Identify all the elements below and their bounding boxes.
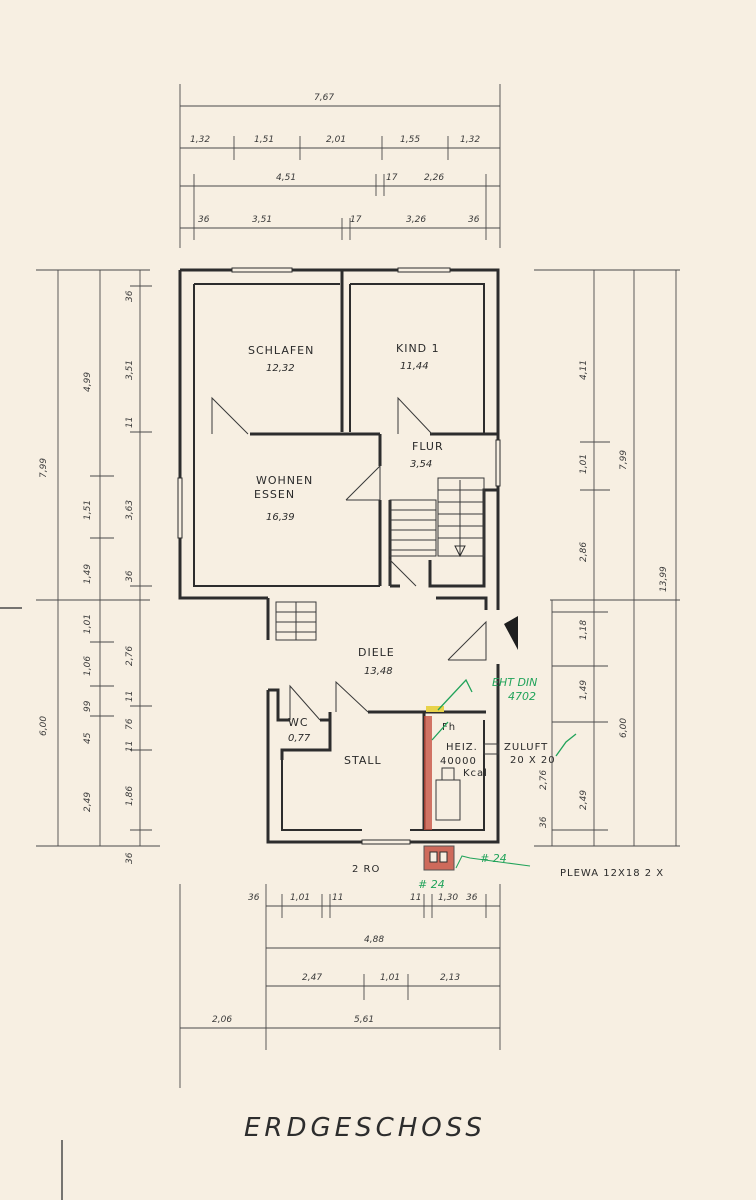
dim-text-top: 7,67 1,32 1,51 2,01 1,55 1,32 4,51 17 2,… (190, 93, 480, 225)
dim-top-r4-e: 36 (468, 215, 480, 225)
green-note-24b: # 24 (418, 878, 445, 891)
room-area-schlafen: 12,32 (266, 363, 295, 374)
room-name-wc: WC (288, 716, 309, 729)
dim-bot-r3-a: 2,47 (302, 973, 322, 983)
dim-bot-r1-a: 36 (248, 893, 260, 903)
dim-right-in-b: 1,01 (579, 454, 589, 474)
room-area-flur: 3,54 (410, 459, 432, 470)
green-note-din: EHT DIN (492, 676, 537, 689)
dim-bot-r1-f: 36 (466, 893, 478, 903)
dim-right-in-d: 1,18 (579, 620, 589, 640)
dim-left-mid-a: 4,99 (83, 372, 93, 392)
dim-bot-r1-d: 11 (410, 893, 421, 903)
dim-bot-r4-a: 2,06 (212, 1015, 232, 1025)
dim-top-r2-d: 1,55 (400, 135, 420, 145)
dim-left-mid-g: 45 (83, 732, 93, 744)
dim-left-outer-b: 6,00 (39, 716, 49, 736)
door-swings (211, 396, 487, 721)
dim-left-mid-c: 1,49 (83, 564, 93, 584)
dim-left-mid-f: 99 (83, 700, 93, 712)
dim-lines (0, 84, 680, 1200)
dim-left-in-d: 3,63 (125, 500, 135, 520)
dim-left-in-f: 2,76 (125, 646, 135, 666)
dim-top-r2-a: 1,32 (190, 135, 210, 145)
dim-text-left: 7,99 6,00 4,99 1,51 1,49 1,01 1,06 99 45… (39, 290, 135, 864)
green-note-24a: # 24 (480, 852, 507, 865)
dim-left-in-i: 11 (125, 741, 135, 752)
heiz-capacity: 40000 (440, 756, 477, 767)
dim-bot-r4-b: 5,61 (354, 1015, 374, 1025)
dim-left-mid-b: 1,51 (83, 500, 93, 520)
dim-left-in-k: 36 (125, 852, 135, 864)
dim-right-in-c: 2,86 (579, 542, 589, 562)
dim-left-in-j: 1,86 (125, 786, 135, 806)
bottom-2ro-label: 2 RO (352, 864, 380, 875)
dim-top-r4-c: 17 (350, 215, 362, 225)
dim-top-r3-b: 17 (386, 173, 398, 183)
dim-right-in-a: 4,11 (579, 360, 589, 380)
room-name-diele: DIELE (358, 646, 395, 659)
dim-right-mid-b: 6,00 (619, 718, 629, 738)
dim-right-in-e: 1,49 (579, 680, 589, 700)
room-name-flur: FLUR (412, 440, 444, 453)
dim-right-mid-a: 7,99 (619, 450, 629, 470)
room-area-diele: 13,48 (364, 666, 393, 677)
dim-right-in-h: 36 (539, 816, 549, 828)
dim-left-mid-e: 1,06 (83, 656, 93, 676)
room-area-wohnen: 16,39 (266, 512, 295, 523)
dim-left-in-b: 3,51 (125, 360, 135, 380)
room-name-kind: KIND 1 (396, 342, 440, 355)
page-title: ERDGESCHOSS (244, 1113, 486, 1143)
green-annotations: EHT DIN 4702 # 24 # 24 (418, 676, 577, 891)
dim-left-in-h: 76 (125, 718, 135, 730)
zuluft-label: ZULUFT (504, 742, 548, 753)
heiz-label: HEIZ. (446, 742, 478, 753)
dim-right-in-g: 2,76 (539, 770, 549, 790)
dim-top-r2-e: 1,32 (460, 135, 480, 145)
dim-top-r2-b: 1,51 (254, 135, 274, 145)
dim-top-r4-a: 36 (198, 215, 210, 225)
room-labels: SCHLAFEN 12,32 KIND 1 11,44 FLUR 3,54 WO… (248, 342, 664, 879)
dim-top-r3-a: 4,51 (276, 173, 296, 183)
room-area-kind: 11,44 (400, 361, 429, 372)
dim-left-in-a: 36 (125, 290, 135, 302)
dim-left-mid-d: 1,01 (83, 614, 93, 634)
dim-bot-r1-c: 11 (332, 893, 343, 903)
plewa-note: PLEWA 12X18 2 X (560, 868, 664, 879)
room-area-wc: 0,77 (288, 733, 311, 744)
dim-bot-r3-c: 2,13 (440, 973, 460, 983)
room-name-schlafen: SCHLAFEN (248, 344, 314, 357)
dim-top-total: 7,67 (314, 93, 334, 103)
chimney (423, 616, 518, 871)
dim-top-r3-c: 2,26 (424, 173, 444, 183)
heiz-unit: Kcal (463, 768, 488, 779)
dim-top-r4-d: 3,26 (406, 215, 426, 225)
dim-bot-r2-a: 4,88 (364, 935, 384, 945)
dim-right-outer-a: 13,99 (659, 566, 669, 592)
room-name-stall: STALL (344, 754, 382, 767)
dim-text-right: 13,99 7,99 6,00 4,11 1,01 2,86 1,18 1,49… (539, 360, 669, 828)
zuluft-size: 20 X 20 (510, 755, 556, 766)
dim-right-in-f: 2,49 (579, 790, 589, 810)
dim-text-bottom: 36 1,01 11 11 1,30 36 4,88 2,47 1,01 2,1… (212, 893, 478, 1025)
green-note-4702: 4702 (508, 690, 536, 703)
room-name-wohnen: WOHNEN (256, 474, 313, 487)
dim-bot-r1-e: 1,30 (438, 893, 458, 903)
dim-bot-r3-b: 1,01 (380, 973, 400, 983)
dim-left-in-e: 36 (125, 570, 135, 582)
dim-left-in-c: 11 (125, 417, 135, 428)
dim-left-in-g: 11 (125, 691, 135, 702)
dim-top-r4-b: 3,51 (252, 215, 272, 225)
windows (177, 267, 501, 845)
dim-top-r2-c: 2,01 (326, 135, 346, 145)
dim-bot-r1-b: 1,01 (290, 893, 310, 903)
room-name-essen: ESSEN (254, 488, 295, 501)
fh-label: Fh (442, 722, 456, 733)
dim-left-mid-h: 2,49 (83, 792, 93, 812)
dim-left-outer-a: 7,99 (39, 458, 49, 478)
stairs (275, 477, 485, 641)
